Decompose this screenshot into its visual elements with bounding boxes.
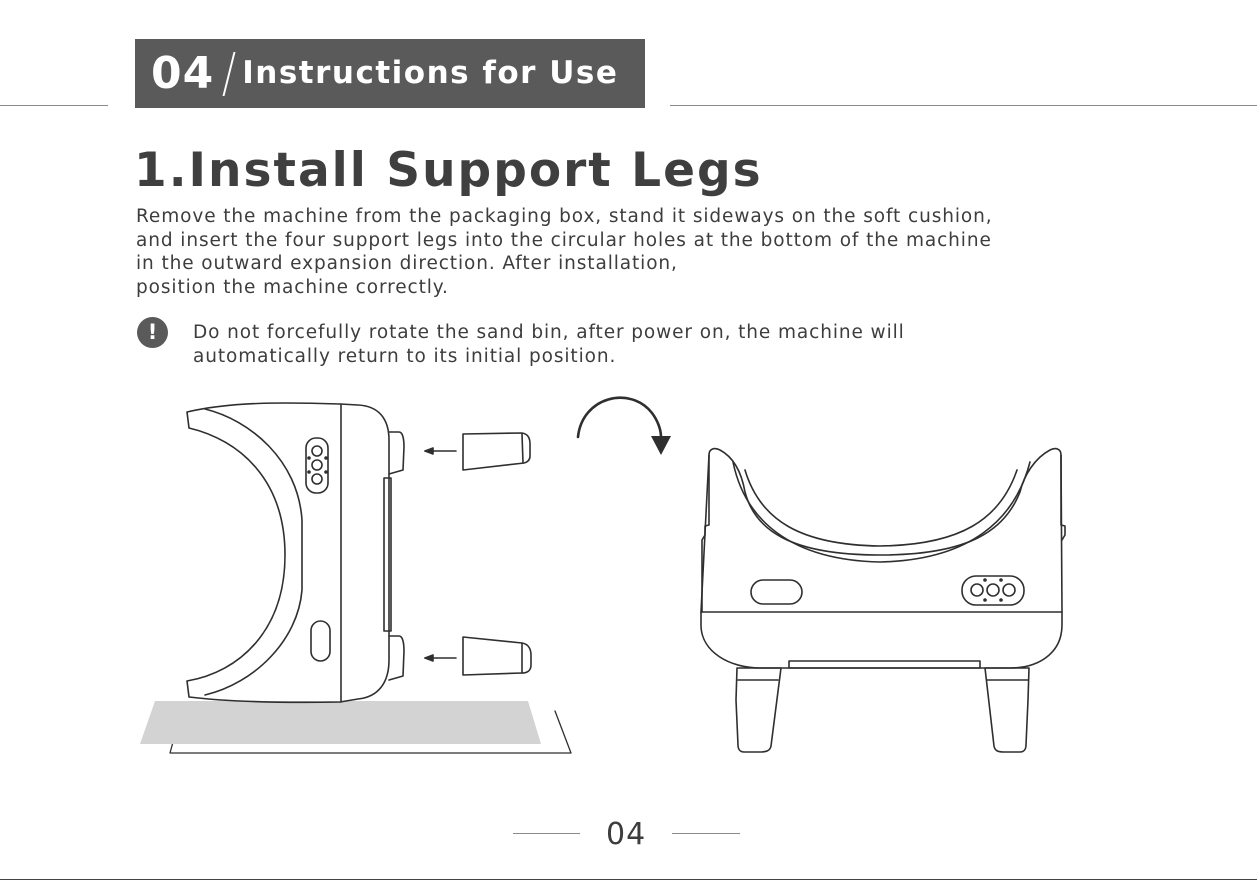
section-number: 04: [151, 47, 215, 99]
rotate-arrow-icon: [576, 396, 671, 455]
instruction-line: in the outward expansion direction. Afte…: [136, 253, 678, 274]
support-leg-top: [462, 432, 531, 471]
caution-note: Do not forcefully rotate the sand bin, a…: [193, 321, 905, 369]
instruction-line: position the machine correctly.: [136, 276, 449, 298]
instruction-line: Remove the machine from the packaging bo…: [136, 206, 993, 227]
machine-front-view: [700, 447, 1066, 753]
exclamation-icon: !: [137, 317, 168, 348]
machine-side-view: [186, 402, 405, 704]
section-title: Instructions for Use: [242, 55, 619, 91]
header-rule-right: [670, 105, 1257, 106]
instruction-line: and insert the four support legs into th…: [136, 229, 992, 251]
note-line: automatically return to its initial posi…: [193, 346, 617, 367]
page-title: 1.Install Support Legs: [134, 143, 763, 198]
soft-cushion: [140, 701, 572, 754]
header-rule-left: [0, 105, 108, 106]
footer-rule-left: [513, 833, 580, 834]
page-number: 04: [606, 817, 647, 852]
support-leg-bottom: [462, 636, 532, 676]
footer-rule-right: [672, 833, 740, 834]
instruction-paragraph: Remove the machine from the packaging bo…: [136, 205, 993, 299]
bottom-border: [0, 879, 1257, 880]
note-line: Do not forcefully rotate the sand bin, a…: [193, 322, 905, 343]
section-header-badge: 04 Instructions for Use: [135, 39, 645, 108]
insert-arrows: [424, 447, 457, 662]
